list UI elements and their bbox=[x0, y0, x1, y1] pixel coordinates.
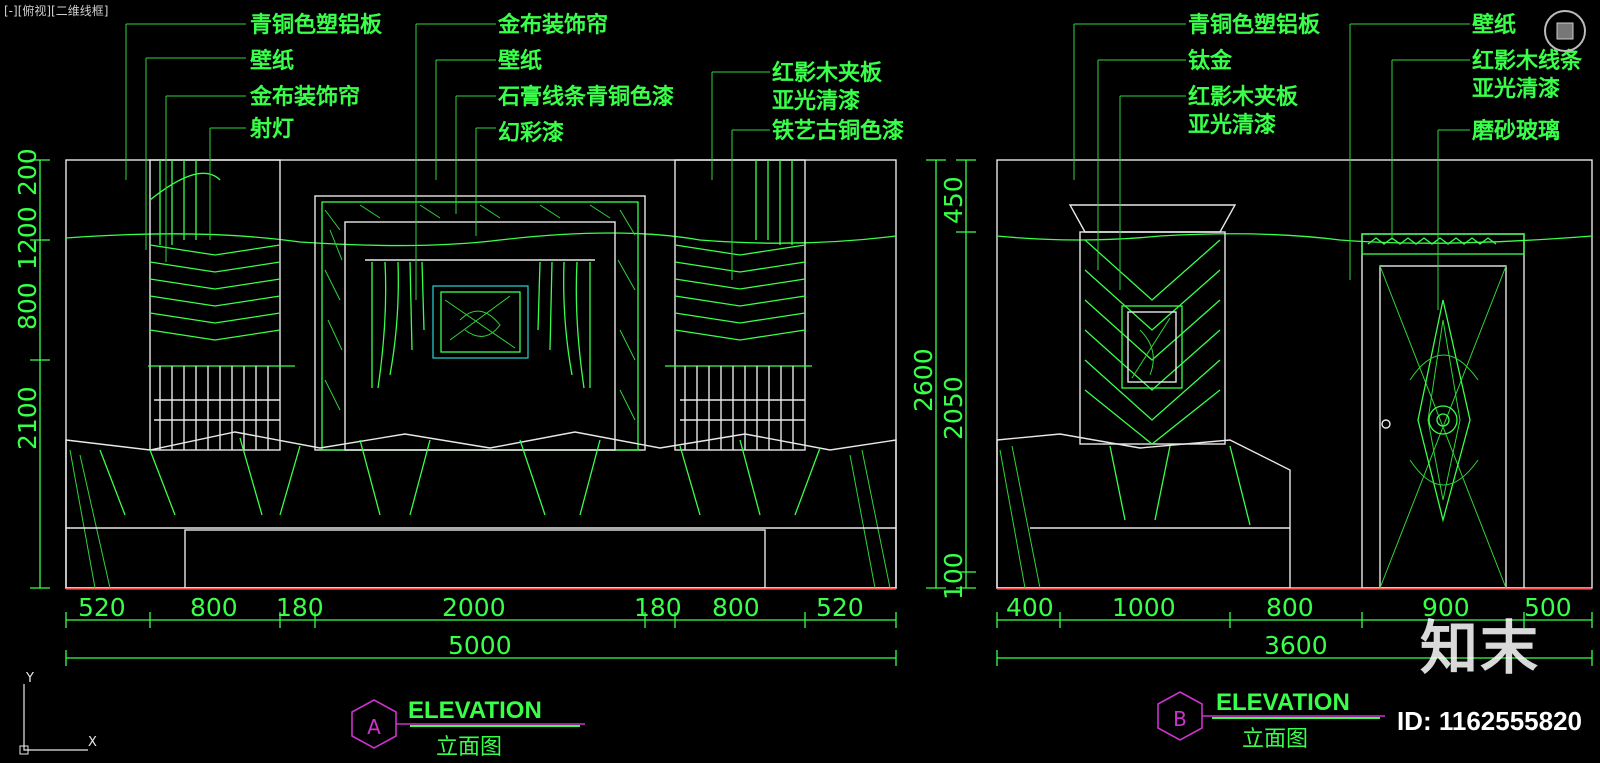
vdim-b-2: 2050 bbox=[939, 376, 968, 440]
column-panel bbox=[1068, 204, 1237, 445]
dim-b-4: 500 bbox=[1524, 593, 1572, 622]
dim-a-total: 5000 bbox=[448, 631, 512, 660]
ucs-x-label: X bbox=[88, 735, 97, 750]
label-b-wallpaper: 壁纸 bbox=[1472, 12, 1516, 38]
label-a-wallpaper-left: 壁纸 bbox=[250, 48, 294, 74]
watermark-logo: 知末 bbox=[1419, 614, 1540, 682]
dim-b-total: 3600 bbox=[1264, 631, 1328, 660]
tag-a-letter: A bbox=[367, 715, 381, 739]
label-b-wood-plywood: 红影木夹板 bbox=[1188, 84, 1299, 110]
label-b-wood-molding: 红影木线条 bbox=[1472, 48, 1583, 74]
ucs-y-label: Y bbox=[25, 671, 34, 686]
label-a-bronze-panel: 青铜色塑铝板 bbox=[250, 12, 383, 38]
label-b-bronze-panel: 青铜色塑铝板 bbox=[1188, 12, 1321, 38]
vdim-a-3: 2100 bbox=[13, 386, 42, 450]
vdim-b-3: 100 bbox=[939, 552, 968, 600]
dim-a-3: 2000 bbox=[442, 593, 506, 622]
elevation-b bbox=[926, 23, 1593, 666]
dim-a-1: 800 bbox=[190, 593, 238, 622]
dim-b-2: 800 bbox=[1266, 593, 1314, 622]
dim-b-3: 900 bbox=[1422, 593, 1470, 622]
label-a-curtain-left: 金布装饰帘 bbox=[249, 84, 360, 110]
vdim-b-1: 2600 bbox=[909, 348, 938, 412]
label-a-plaster-molding: 石膏线条青铜色漆 bbox=[497, 84, 674, 110]
title-tag-a bbox=[351, 699, 585, 749]
label-a-wood-plywood: 红影木夹板 bbox=[772, 60, 883, 86]
dim-a-4: 180 bbox=[634, 593, 682, 622]
wall-outline-a bbox=[65, 159, 897, 589]
title-b-subtitle: 立面图 bbox=[1242, 727, 1308, 752]
label-a-spotlight: 射灯 bbox=[249, 116, 294, 142]
label-a-iridescent-paint: 幻彩漆 bbox=[498, 120, 564, 146]
label-a-iron-bronze: 铁艺古铜色漆 bbox=[772, 118, 904, 144]
curtain-panel-left bbox=[148, 159, 295, 451]
watermark-id: ID: 1162555820 bbox=[1396, 706, 1582, 736]
vdim-a-1: 1200 bbox=[13, 206, 42, 270]
title-b-elevation: ELEVATION bbox=[1216, 689, 1350, 716]
dim-a-6: 520 bbox=[816, 593, 864, 622]
label-b-frosted-glass: 磨砂玻璃 bbox=[1472, 118, 1560, 144]
dim-b-0: 400 bbox=[1006, 593, 1054, 622]
dim-b-1: 1000 bbox=[1112, 593, 1176, 622]
door-b bbox=[1361, 233, 1525, 589]
viewport-label[interactable]: [-][俯视][二维线框] bbox=[4, 4, 109, 18]
title-a-elevation: ELEVATION bbox=[408, 697, 542, 724]
label-b-matte-varnish: 亚光清漆 bbox=[1188, 112, 1276, 138]
vdim-a-2: 800 bbox=[13, 282, 42, 330]
label-b-matte-varnish-right: 亚光清漆 bbox=[1472, 76, 1560, 102]
tag-b-letter: B bbox=[1173, 707, 1187, 731]
title-tag-b bbox=[1157, 691, 1385, 741]
dim-a-5: 800 bbox=[712, 593, 760, 622]
viewcube-icon[interactable] bbox=[1538, 4, 1592, 58]
vdim-b-0: 450 bbox=[939, 176, 968, 224]
ucs-icon bbox=[19, 684, 88, 755]
ceiling-line-a bbox=[65, 232, 897, 247]
sofa-a bbox=[65, 431, 897, 589]
curtain-panel-right bbox=[665, 159, 812, 451]
elevation-a bbox=[30, 23, 897, 666]
label-a-wallpaper-center: 壁纸 bbox=[498, 48, 542, 74]
dim-a-2: 180 bbox=[276, 593, 324, 622]
label-b-titanium: 钛金 bbox=[1188, 48, 1233, 74]
title-a-subtitle: 立面图 bbox=[436, 735, 502, 760]
label-a-curtain-center: 金布装饰帘 bbox=[497, 12, 608, 38]
central-niche bbox=[314, 195, 646, 451]
vdim-a-0: 200 bbox=[13, 148, 42, 196]
sofa-b bbox=[996, 433, 1291, 589]
wall-outline-b bbox=[996, 159, 1593, 589]
dim-a-0: 520 bbox=[78, 593, 126, 622]
label-a-matte-varnish: 亚光清漆 bbox=[772, 88, 860, 114]
